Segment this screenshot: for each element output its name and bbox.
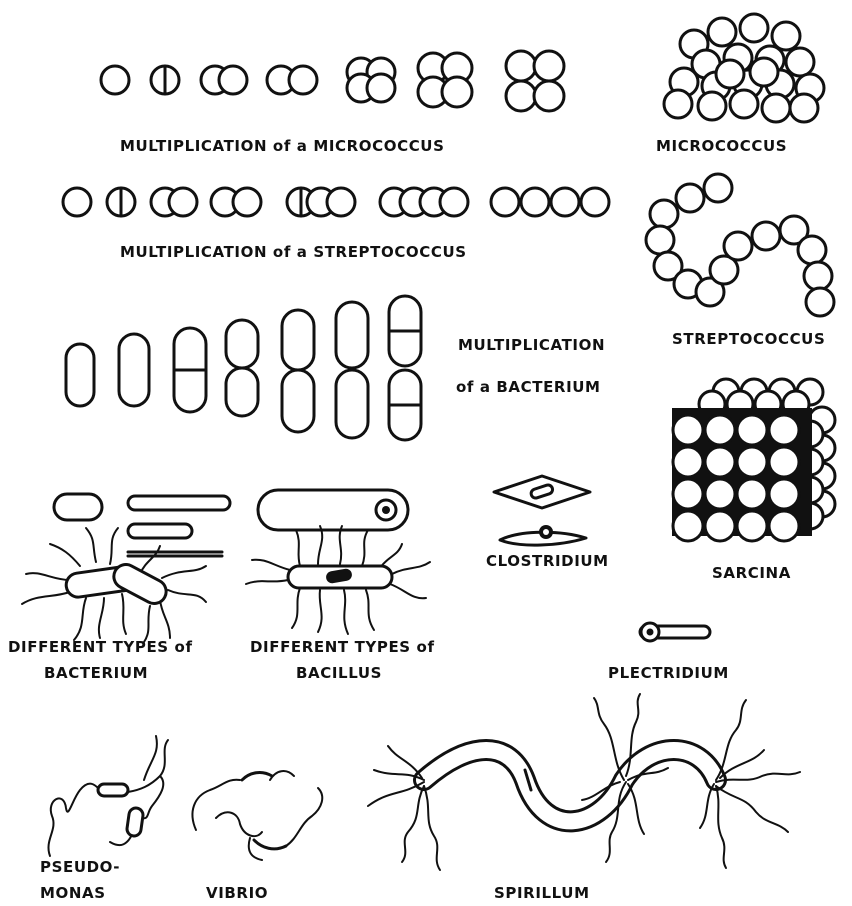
label-multiplication-micrococcus: MULTIPLICATION of a MICROCOCCUS bbox=[120, 137, 445, 155]
label-types-bacterium-line2: BACTERIUM bbox=[44, 664, 148, 682]
label-multiplication-bacterium-line2: of a BACTERIUM bbox=[456, 378, 601, 396]
label-types-bacterium-line1: DIFFERENT TYPES of bbox=[8, 638, 193, 656]
label-pseudomonas-line1: PSEUDO- bbox=[40, 858, 120, 876]
bacillus-types bbox=[246, 490, 430, 634]
clostridium-cells bbox=[494, 476, 590, 545]
label-vibrio: VIBRIO bbox=[206, 884, 268, 902]
label-multiplication-streptococcus: MULTIPLICATION of a STREPTOCOCCUS bbox=[120, 243, 467, 261]
label-multiplication-bacterium-line1: MULTIPLICATION bbox=[458, 336, 605, 354]
label-clostridium: CLOSTRIDIUM bbox=[486, 552, 609, 570]
label-plectridium: PLECTRIDIUM bbox=[608, 664, 729, 682]
bacterium-types bbox=[22, 494, 230, 642]
micrococcus-division-sequence bbox=[101, 51, 564, 111]
label-micrococcus: MICROCOCCUS bbox=[656, 137, 787, 155]
label-sarcina: SARCINA bbox=[712, 564, 791, 582]
pseudomonas-cells bbox=[48, 736, 168, 856]
label-pseudomonas-line2: MONAS bbox=[40, 884, 106, 902]
streptococcus-division-sequence bbox=[63, 188, 609, 216]
plectridium-cell bbox=[640, 623, 710, 641]
sarcina-cube bbox=[672, 379, 835, 541]
vibrio-cells bbox=[192, 771, 322, 860]
label-types-bacillus-line2: BACILLUS bbox=[296, 664, 382, 682]
streptococcus-chain bbox=[646, 174, 834, 316]
flagellated-bacillus bbox=[246, 526, 430, 634]
label-streptococcus: STREPTOCOCCUS bbox=[672, 330, 825, 348]
label-types-bacillus-line1: DIFFERENT TYPES of bbox=[250, 638, 435, 656]
flagellated-bacteria bbox=[22, 528, 206, 642]
bacterium-division-sequence bbox=[66, 296, 421, 440]
spirillum-cell bbox=[368, 694, 800, 870]
micrococcus-cluster bbox=[664, 14, 824, 122]
label-spirillum: SPIRILLUM bbox=[494, 884, 590, 902]
